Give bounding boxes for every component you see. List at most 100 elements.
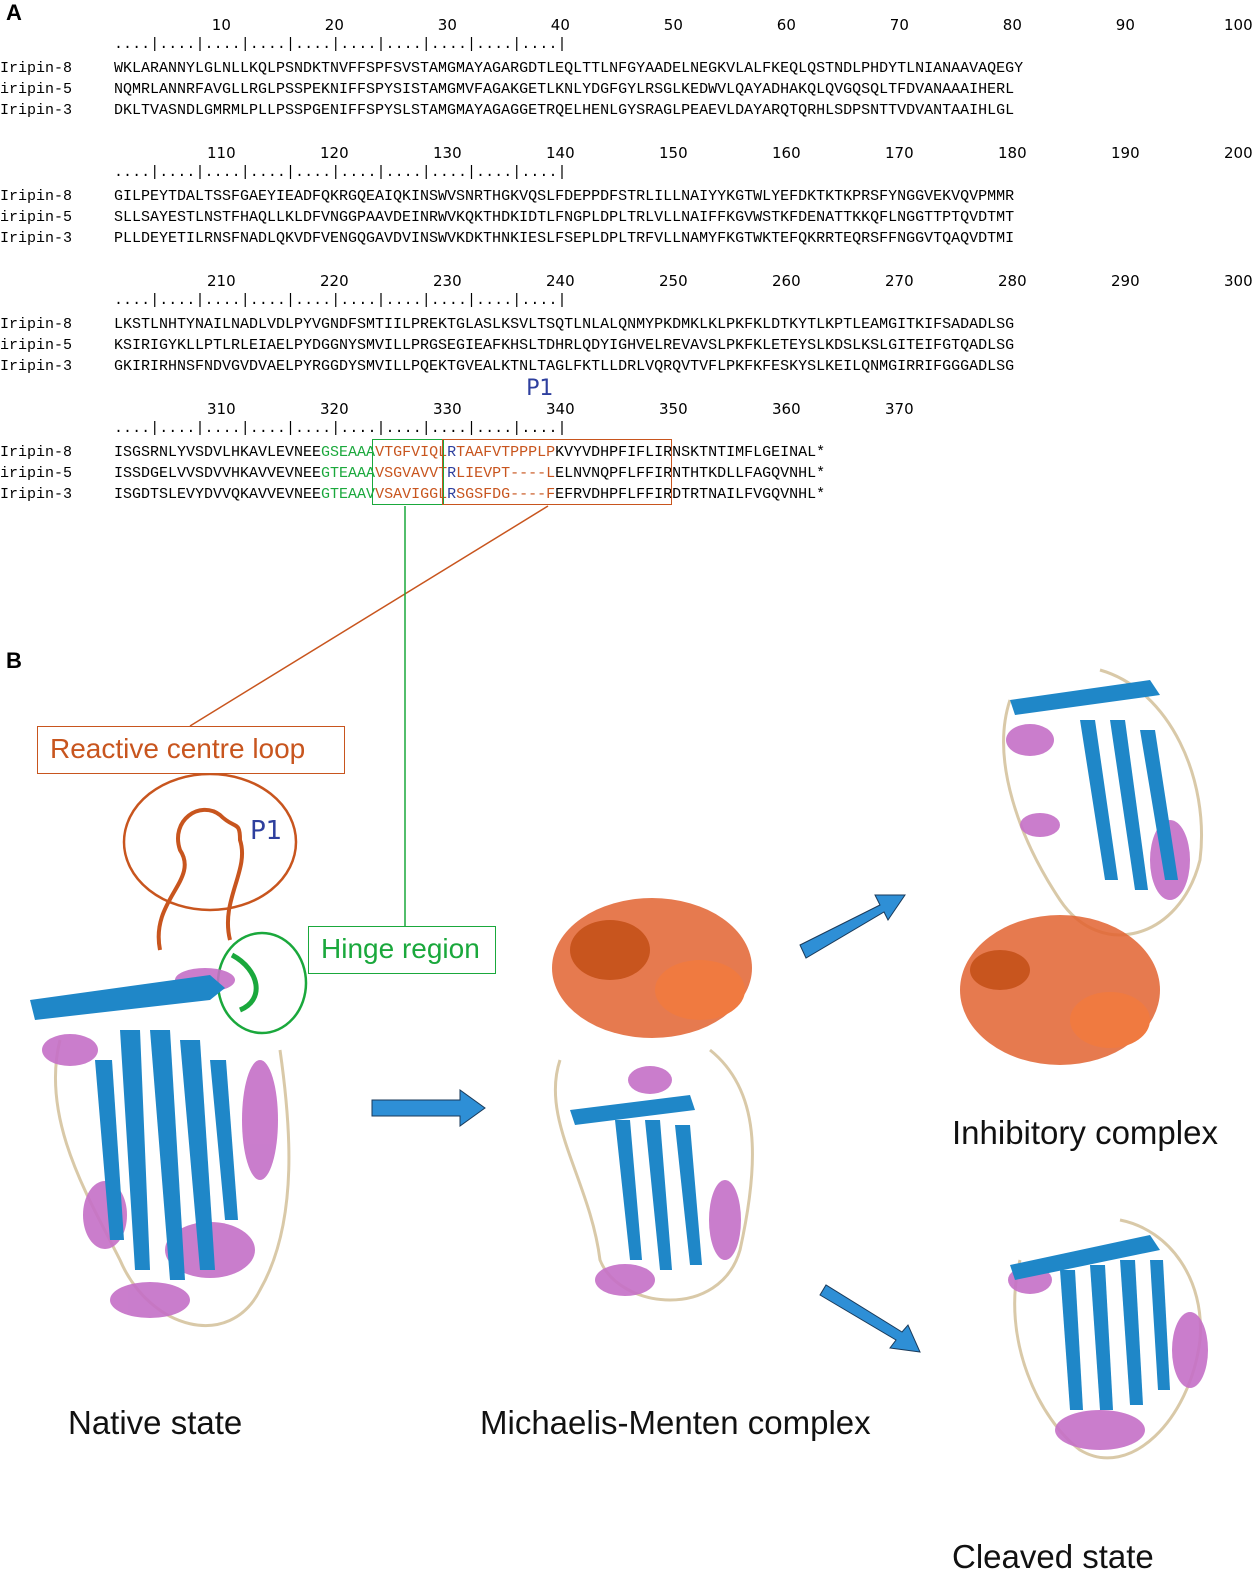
sequence-residues: ISSDGELVVSDVVHKAVVEVNEEGTEAAAVSGVAVVTRLI…	[114, 465, 825, 482]
sequence-segment-pre: ISGSRNLYVSDVLHKAVLEVNEE	[114, 443, 322, 461]
sequence-name: Iripin-8	[0, 315, 73, 333]
ruler-tick-label: 130	[433, 144, 462, 162]
native-state-label: Native state	[68, 1404, 243, 1441]
alignment-row: Iripin-8 GILPEYTDALTSSFGAEYIEADFQKRGQEAIQ…	[0, 186, 1014, 206]
sequence-residues: GILPEYTDALTSSFGAEYIEADFQKRGQEAIQKINSWVSN…	[114, 187, 1015, 205]
ruler-tick-label: 10	[211, 16, 231, 34]
sequence-segment-post: ELNVNQPFLFFIRNTHTKDLLFAGQVNHL*	[555, 464, 826, 482]
ruler-tick-label: 370	[885, 400, 914, 418]
alignment-row: iripin-5 NQMRLANNRFAVGLLRGLPSSPEKNIFFSPYS…	[0, 79, 1014, 99]
sequence-residues: ISGSRNLYVSDVLHKAVLEVNEEGSEAAAVTGFVIQLRTA…	[114, 444, 825, 461]
ruler-tick-label: 170	[885, 144, 914, 162]
sequence-residues: PLLDEYETILRNSFNADLQKVDFVENGQGAVDVINSWVKD…	[114, 229, 1015, 247]
sequence-name: Iripin-3	[0, 485, 73, 503]
sequence-residues: SLLSAYESTLNSTFHAQLLKLDFVNGGPAAVDEINRWVKQ…	[114, 208, 1015, 226]
ruler-dots: ....|....|....|....|....|....|....|....|…	[114, 164, 567, 181]
sequence-segment-rcl-a: VSGVAVVT	[375, 464, 448, 482]
ruler-tick-label: 360	[772, 400, 801, 418]
cleaved-state-structure	[1008, 1218, 1208, 1460]
rcl-leader-line	[189, 505, 549, 727]
panel-b-label: B	[6, 648, 22, 673]
ruler-tick-label: 100	[1224, 16, 1253, 34]
ruler-tick-label: 90	[1115, 16, 1135, 34]
sequence-name: iripin-5	[0, 464, 73, 482]
ruler-tick-label: 270	[885, 272, 914, 290]
arrow-mm-to-inhibitory	[799, 894, 906, 959]
ruler-tick-label: 210	[207, 272, 236, 290]
ruler-tick-label: 310	[207, 400, 236, 418]
ruler-tick-label: 330	[433, 400, 462, 418]
sequence-segment-hinge: GTEAAA	[321, 464, 376, 482]
ruler-tick-label: 160	[772, 144, 801, 162]
ruler-tick-label: 190	[1111, 144, 1140, 162]
ruler-tick-label: 180	[998, 144, 1027, 162]
sequence-residues: DKLTVASNDLGMRMLPLLPSSPGENIFFSPYSLSTAMGMA…	[114, 101, 1015, 119]
sequence-name: Iripin-3	[0, 101, 73, 119]
sequence-name: iripin-5	[0, 208, 73, 226]
ruler-tick-label: 20	[324, 16, 344, 34]
ruler-tick-label: 320	[320, 400, 349, 418]
ruler-tick-label: 220	[320, 272, 349, 290]
hinge-label: Hinge region	[321, 933, 480, 964]
ruler-dots: ....|....|....|....|....|....|....|....|…	[114, 292, 567, 309]
sequence-segment-rcl-b: SGSFDG----F	[456, 485, 556, 503]
sequence-residues: WKLARANNYLGLNLLKQLPSNDKTNVFFSPFSVSTAMGMA…	[114, 59, 1024, 77]
sequence-name: iripin-5	[0, 80, 73, 98]
ruler-tick-label: 140	[546, 144, 575, 162]
ruler-tick-label: 290	[1111, 272, 1140, 290]
sequence-segment-pre: ISGDTSLEVYDVVQKAVVEVNEE	[114, 485, 322, 503]
mm-complex-structure	[552, 898, 754, 1302]
alignment-row: iripin-5 KSIRIGYKLLPTLRLEIAELPYDGGNYSMVIL…	[0, 335, 1014, 355]
sequence-residues: NQMRLANNRFAVGLLRGLPSSPEKNIFFSPYSISTAMGMV…	[114, 80, 1015, 98]
sequence-residues: ISGDTSLEVYDVVQKAVVEVNEEGTEAAVVSAVIGGLRSG…	[114, 486, 825, 503]
sequence-name: Iripin-8	[0, 59, 73, 77]
ruler-tick-label: 80	[1002, 16, 1022, 34]
sequence-name: Iripin-3	[0, 229, 73, 247]
sequence-name: Iripin-8	[0, 187, 73, 205]
ruler-dots: ....|....|....|....|....|....|....|....|…	[114, 420, 567, 437]
sequence-segment-p1: R	[447, 485, 457, 503]
sequence-name: Iripin-3	[0, 357, 73, 375]
ruler-tick-label: 250	[659, 272, 688, 290]
sequence-segment-post: KVYVDHPFIFLIRNSKTNTIMFLGEINAL*	[555, 443, 826, 461]
sequence-residues: GKIRIRHNSFNDVGVDVAELPYRGGDYSMVILLPQEKTGV…	[114, 357, 1015, 375]
p1-structure-label: P1	[250, 816, 283, 846]
ruler-tick-label: 50	[663, 16, 683, 34]
mm-complex-label: Michaelis-Menten complex	[480, 1404, 871, 1441]
rcl-label-box: Reactive centre loop	[37, 726, 345, 774]
ruler-dots: ....|....|....|....|....|....|....|....|…	[114, 36, 567, 53]
sequence-residues: KSIRIGYKLLPTLRLEIAELPYDGGNYSMVILLPRGSEGI…	[114, 336, 1015, 354]
sequence-segment-rcl-b: LIEVPT----L	[456, 464, 556, 482]
rcl-circle	[122, 772, 298, 912]
ruler-tick-label: 280	[998, 272, 1027, 290]
sequence-segment-p1: R	[447, 464, 457, 482]
hinge-label-box: Hinge region	[308, 926, 496, 974]
p1-alignment-label: P1	[526, 376, 554, 401]
sequence-segment-p1: R	[447, 443, 457, 461]
alignment-row: Iripin-8 WKLARANNYLGLNLLKQLPSNDKTNVFFSPFS…	[0, 58, 1023, 78]
arrow-native-to-mm	[371, 1089, 486, 1127]
ruler-tick-label: 40	[550, 16, 570, 34]
ruler-tick-label: 300	[1224, 272, 1253, 290]
sequence-segment-post: EFRVDHPFLFFIRDTRTNAILFVGQVNHL*	[555, 485, 826, 503]
sequence-segment-rcl-b: TAAFVTPPPLP	[456, 443, 556, 461]
sequence-segment-pre: ISSDGELVVSDVVHKAVVEVNEE	[114, 464, 322, 482]
ruler-tick-label: 240	[546, 272, 575, 290]
native-state-structure	[30, 772, 308, 1327]
ruler-tick-label: 150	[659, 144, 688, 162]
sequence-name: iripin-5	[0, 336, 73, 354]
rcl-region-box	[441, 439, 672, 505]
rcl-label: Reactive centre loop	[50, 733, 306, 764]
alignment-row: Iripin-3 DKLTVASNDLGMRMLPLLPSSPGENIFFSPYS…	[0, 100, 1014, 120]
sequence-segment-rcl-a: VSAVIGGL	[375, 485, 448, 503]
ruler-tick-label: 110	[207, 144, 236, 162]
alignment-row: Iripin-3 ISGDTSLEVYDVVQKAVVEVNEEGTEAAVVSA…	[0, 484, 825, 504]
inhibitory-complex-label: Inhibitory complex	[952, 1114, 1218, 1151]
